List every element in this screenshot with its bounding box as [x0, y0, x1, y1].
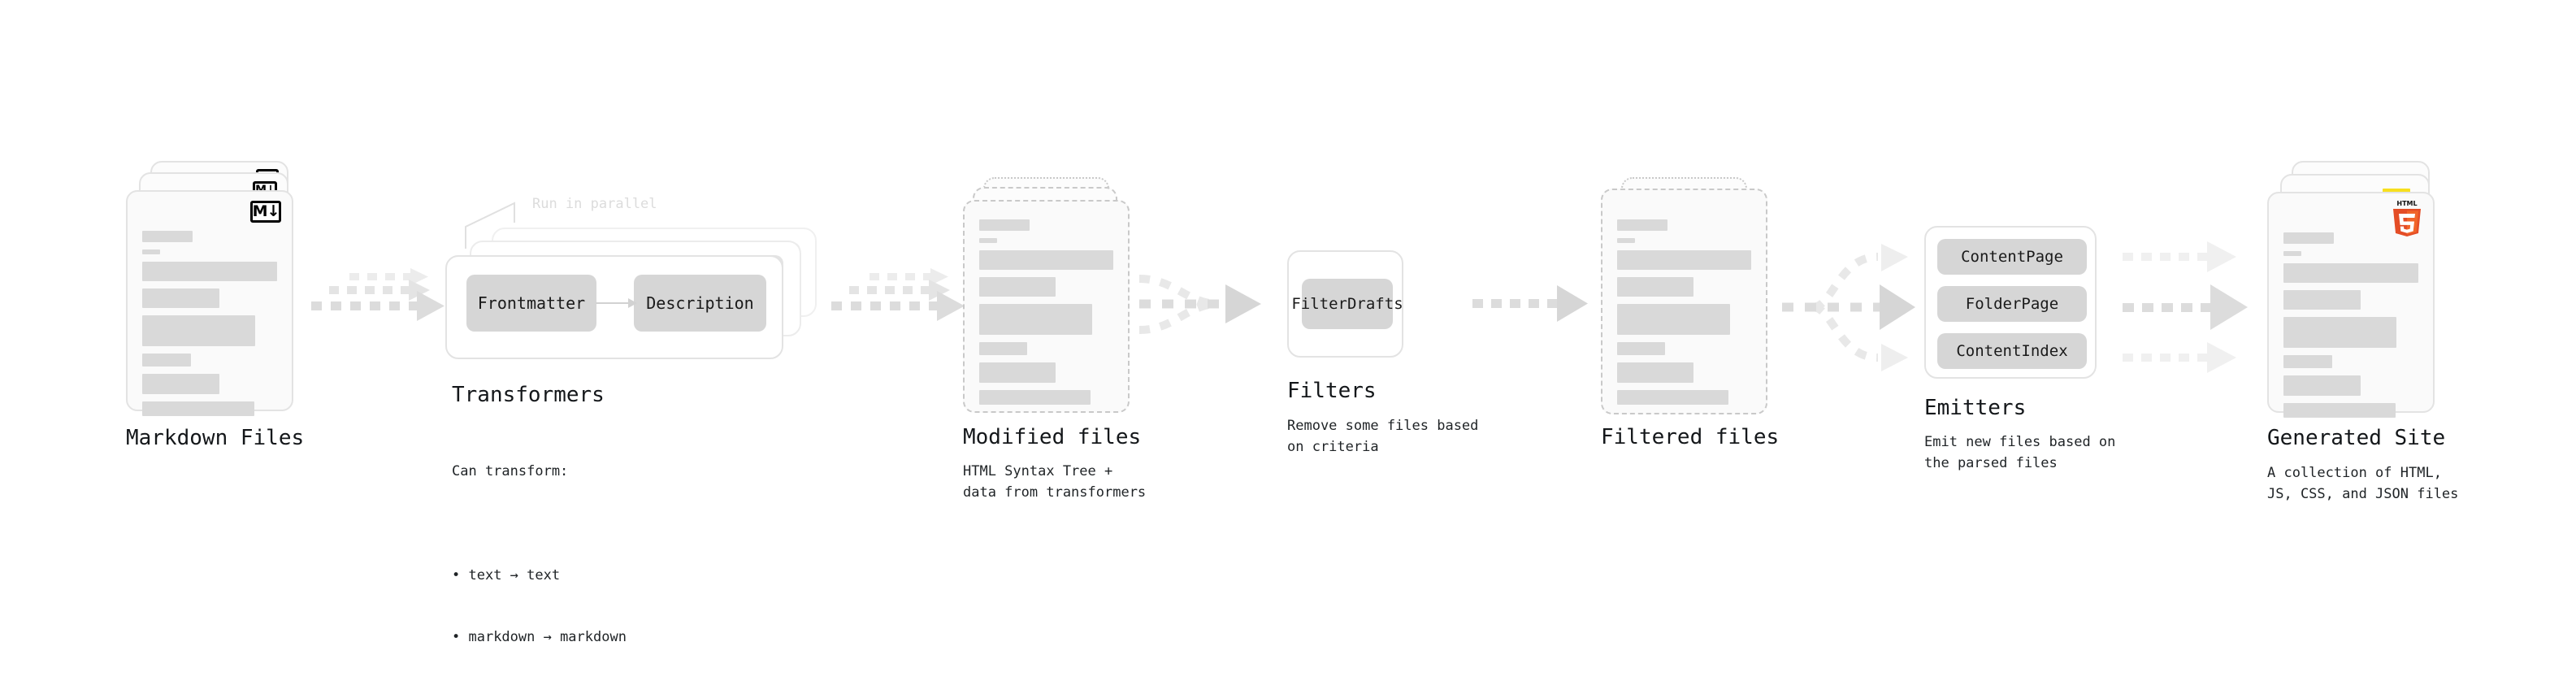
markdown-card-front: M↓ [126, 190, 293, 416]
transformers-bullet: text → text [452, 566, 627, 587]
doc-line [979, 362, 1056, 383]
transformer-flow-arrow-icon [596, 298, 637, 308]
connector-emitters-to-site [2123, 241, 2248, 373]
doc-line [2283, 355, 2332, 368]
doc-line [979, 250, 1113, 270]
html5-badge-wordmark: HTML [2396, 200, 2417, 207]
emitters-container[interactable]: ContentPage FolderPage ContentIndex [1924, 226, 2097, 379]
filtered-card-front [1601, 189, 1767, 414]
doc-line [979, 390, 1091, 405]
doc-line [142, 401, 254, 416]
markdown-badge-arrow: ↓ [267, 202, 280, 220]
doc-line [2283, 251, 2301, 256]
doc-line [2283, 317, 2397, 348]
doc-line [979, 219, 1030, 231]
doc-skeleton-lines [2283, 232, 2418, 425]
run-in-parallel-label: Run in parallel [532, 196, 657, 212]
transformer-pill-frontmatter[interactable]: Frontmatter [466, 275, 596, 332]
doc-line [142, 315, 256, 346]
connector-transformers-to-modified [831, 268, 965, 321]
doc-line [1617, 390, 1728, 405]
generated-site-title: Generated Site [2267, 426, 2446, 450]
doc-line [2283, 375, 2361, 396]
connector-markdown-to-transformers [311, 268, 445, 321]
connector-filtered-to-emitters [1782, 244, 1915, 371]
doc-line [142, 249, 160, 254]
doc-skeleton-lines [142, 231, 277, 423]
filters-container[interactable]: FilterDrafts [1287, 250, 1403, 358]
transformer-container-front[interactable]: Frontmatter Description [445, 255, 783, 359]
filter-pill-filterdrafts[interactable]: FilterDrafts [1291, 279, 1403, 329]
transformers-caption: Can transform: text → text markdown → ma… [452, 420, 627, 681]
transformers-bullet-list: text → text markdown → markdown html → h… [452, 524, 627, 681]
doc-line [142, 288, 219, 308]
doc-line [979, 238, 997, 243]
generated-site-stack: CSS HTML [2267, 161, 2462, 421]
modified-files-title: Modified files [963, 425, 1142, 449]
emitter-pill-contentpage[interactable]: ContentPage [1937, 239, 2087, 275]
emitter-pill-contentindex[interactable]: ContentIndex [1937, 333, 2087, 369]
doc-line [142, 231, 193, 242]
doc-line [142, 374, 219, 394]
doc-line [1617, 362, 1694, 383]
filters-title: Filters [1287, 379, 1377, 403]
site-card-front: HTML [2267, 192, 2435, 418]
doc-line [1617, 238, 1635, 243]
doc-line [1617, 250, 1751, 270]
doc-line [142, 354, 191, 367]
markdown-badge-icon: M↓ [250, 201, 281, 223]
emitters-caption: Emit new files based on the parsed files [1924, 434, 2116, 471]
modified-card-front [963, 200, 1130, 413]
run-in-parallel-bracket-icon [465, 202, 515, 249]
transformers-title: Transformers [452, 383, 605, 407]
emitter-pill-folderpage[interactable]: FolderPage [1937, 286, 2087, 322]
doc-skeleton-lines [979, 219, 1113, 412]
doc-line [2283, 232, 2334, 244]
markdown-files-title: Markdown Files [126, 426, 305, 450]
doc-line [979, 342, 1028, 355]
connector-modified-to-filters [1138, 275, 1261, 334]
markdown-badge-letter: M [252, 202, 268, 220]
filters-caption: Remove some files based on criteria [1287, 418, 1479, 455]
transformer-pill-description[interactable]: Description [634, 275, 766, 332]
doc-line [979, 277, 1056, 297]
doc-line [1617, 342, 1666, 355]
doc-line [979, 304, 1092, 335]
connector-filters-to-filtered [1472, 285, 1588, 322]
modified-files-stack [963, 177, 1150, 421]
filtered-files-title: Filtered files [1601, 425, 1780, 449]
transformers-group: Frontmatter Description Frontmatter Desc… [445, 193, 827, 359]
filtered-files-stack [1601, 177, 1788, 421]
transformers-caption-heading: Can transform: [452, 463, 569, 479]
doc-line [1617, 219, 1667, 231]
emitters-title: Emitters [1924, 396, 2027, 420]
doc-line [2283, 403, 2396, 418]
generated-site-caption: A collection of HTML, JS, CSS, and JSON … [2267, 465, 2459, 502]
html5-badge-icon: HTML [2389, 198, 2425, 237]
transformers-bullet: markdown → markdown [452, 627, 626, 648]
doc-line [2283, 263, 2418, 283]
doc-line [1617, 304, 1730, 335]
doc-line [142, 262, 277, 281]
doc-line [1617, 277, 1694, 297]
doc-line [2283, 290, 2361, 310]
markdown-files-stack: M↓ M↓ M↓ [126, 161, 313, 416]
doc-skeleton-lines [1617, 219, 1751, 412]
modified-files-caption: HTML Syntax Tree + data from transformer… [963, 463, 1147, 501]
